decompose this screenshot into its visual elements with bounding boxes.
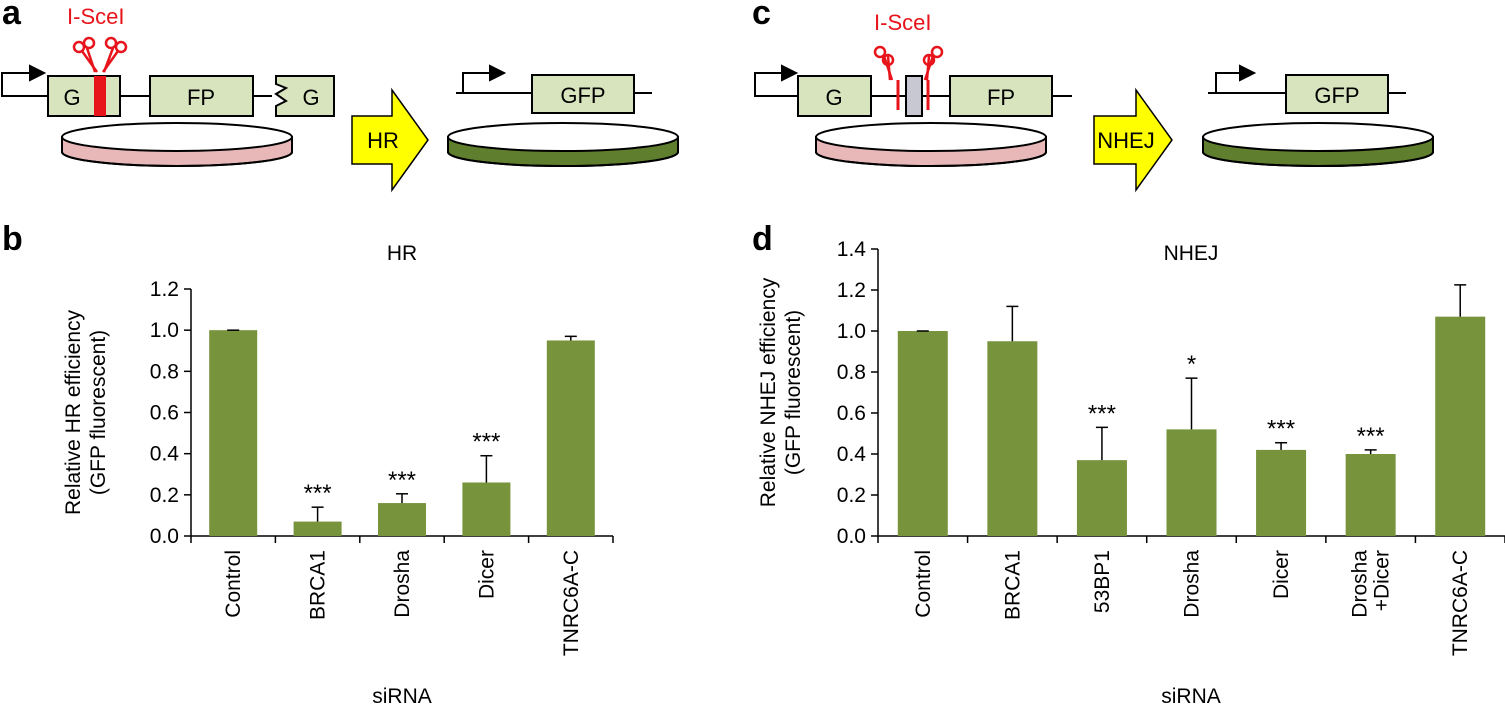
gene-box-truncated-g-label: G: [302, 85, 319, 110]
chart-title: NHEJ: [1164, 242, 1219, 265]
gene-box-g-label: G: [63, 85, 80, 110]
panel-letter-d: d: [752, 220, 773, 258]
panel-letter-b: b: [2, 220, 23, 258]
bar: [1435, 316, 1486, 536]
promoter-arrow-icon: [462, 64, 507, 93]
gene-box-gfp: [531, 74, 635, 114]
category-label: Control: [222, 550, 245, 618]
bar: [546, 340, 595, 536]
y-axis-label: (GFP fluorescent): [782, 310, 805, 475]
y-tick-label: 0.0: [837, 525, 866, 548]
category-label: Drosha: [1181, 550, 1204, 618]
promoter-arrow-icon: [754, 64, 799, 97]
y-tick-label: 1.0: [150, 319, 179, 342]
y-axis-label: (GFP fluorescent): [87, 330, 110, 495]
culture-dish-after: [447, 122, 679, 167]
significance-label: ***: [304, 480, 332, 507]
x-axis-label: siRNA: [1161, 685, 1221, 708]
bar: [1076, 460, 1127, 536]
category-label: Control: [912, 550, 935, 618]
significance-label: *: [1187, 351, 1196, 378]
cut-site-icon: [94, 76, 106, 116]
bar: [209, 330, 258, 536]
category-label: BRCA1: [307, 550, 330, 620]
y-tick-label: 0.6: [150, 402, 179, 425]
gene-box-truncated-g: [274, 75, 335, 117]
i-scei-label-c: I-SceI: [874, 10, 931, 35]
significance-label: ***: [472, 429, 500, 456]
y-tick-label: 0.8: [837, 361, 866, 384]
y-tick-label: 1.2: [837, 279, 866, 302]
gene-box-fp: [149, 75, 254, 117]
y-tick-label: 1.2: [150, 278, 179, 301]
category-label: TNRC6A-C: [1449, 550, 1472, 656]
gene-box-fp-label: FP: [187, 85, 215, 110]
y-tick-label: 1.4: [837, 238, 867, 261]
gene-box-fp-label: FP: [987, 85, 1015, 110]
nhej-arrow-label: NHEJ: [1097, 128, 1154, 153]
significance-label: ***: [1088, 400, 1116, 427]
x-axis-label: siRNA: [372, 685, 432, 708]
category-label: 53BP1: [1091, 550, 1114, 613]
scissors-icon: [101, 36, 128, 73]
gene-box-g-label: G: [825, 85, 842, 110]
culture-dish-after: [1202, 122, 1434, 167]
nhej-arrow-icon: [1093, 87, 1173, 193]
bar: [1166, 429, 1217, 536]
spacer-box: [905, 75, 923, 117]
bar: [462, 482, 511, 536]
bar: [293, 521, 342, 536]
significance-label: ***: [1357, 423, 1385, 450]
y-tick-label: 1.0: [837, 320, 866, 343]
significance-label: ***: [1267, 416, 1295, 443]
category-label: Dicer: [1270, 550, 1293, 599]
category-label: Drosha: [1349, 550, 1372, 618]
bar: [987, 341, 1038, 536]
panel-a: a I-SceI G FP G: [1, 0, 679, 193]
bar: [1256, 449, 1307, 536]
category-label: Dicer: [475, 550, 498, 599]
bar: [378, 503, 426, 536]
gene-box-gfp-label: GFP: [1314, 83, 1359, 108]
promoter-arrow-icon: [1215, 64, 1257, 93]
scissors-icon: [72, 36, 99, 73]
scissors-icon: [922, 45, 944, 81]
bar: [897, 331, 948, 536]
y-axis-label: Relative NHEJ efficiency: [757, 277, 780, 507]
y-tick-label: 0.6: [837, 402, 866, 425]
gene-box-fp: [949, 75, 1053, 117]
gene-box-gfp-label: GFP: [560, 83, 605, 108]
chart-title: HR: [387, 242, 417, 265]
bar: [1345, 454, 1396, 536]
gene-box-gfp: [1285, 74, 1389, 114]
panel-letter-c: c: [752, 0, 771, 32]
culture-dish-before: [61, 122, 293, 167]
y-tick-label: 0.4: [150, 443, 180, 466]
panel-letter-a: a: [2, 0, 22, 32]
y-tick-label: 0.8: [150, 360, 179, 383]
category-label: Drosha: [391, 550, 414, 618]
promoter-arrow-icon: [1, 64, 47, 97]
y-tick-label: 0.2: [837, 484, 866, 507]
gene-box-g: [797, 75, 872, 117]
scissors-icon: [873, 45, 895, 81]
category-label: BRCA1: [1001, 550, 1024, 620]
panel-c: c I-SceI G FP NHEJ: [752, 0, 1434, 193]
y-tick-label: 0.0: [150, 525, 179, 548]
hr-arrow-label: HR: [367, 128, 399, 153]
i-scei-label-a: I-SceI: [67, 4, 124, 29]
significance-label: ***: [388, 467, 416, 494]
y-tick-label: 0.2: [150, 484, 179, 507]
category-label: TNRC6A-C: [560, 550, 583, 656]
category-label: +Dicer: [1371, 550, 1394, 611]
gene-box-g: [47, 75, 121, 117]
y-tick-label: 0.4: [837, 443, 867, 466]
hr-arrow-icon: [351, 87, 429, 193]
culture-dish-before: [815, 122, 1047, 167]
y-axis-label: Relative HR efficiency: [62, 309, 85, 515]
